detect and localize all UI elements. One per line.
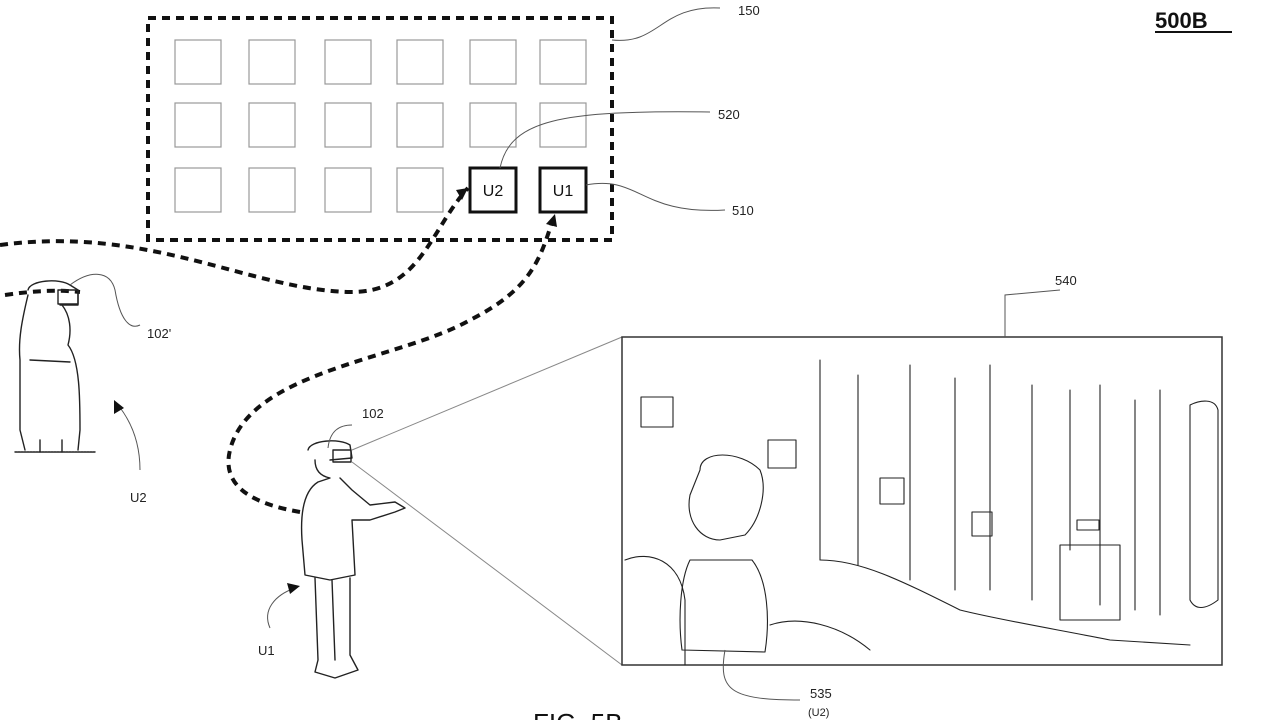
grid-cell (469, 102, 517, 148)
label-540: 540 (1055, 273, 1077, 288)
sheet-label: 500B (1155, 8, 1208, 33)
leader-520 (499, 111, 711, 169)
marker-u2-text: U2 (483, 183, 504, 200)
label-150: 150 (738, 3, 760, 18)
marker-u1-box (538, 166, 588, 214)
grid-cell (324, 39, 372, 85)
grid-cell (324, 102, 372, 148)
label-102-prime: 102' (147, 326, 171, 341)
grid-cell (539, 39, 587, 85)
grid-cell (469, 39, 517, 85)
arrow-u1 (267, 587, 296, 629)
leader-540 (1004, 289, 1061, 337)
grid-cell (539, 102, 587, 148)
figure-title: FIG. 5B (533, 708, 623, 720)
marker-u2-box (468, 166, 518, 214)
label-u1: U1 (258, 643, 275, 658)
leader-510 (585, 182, 726, 211)
arrowhead-u1-curve (287, 583, 300, 594)
path-u2-start (4, 288, 81, 297)
path-u2-to-marker (0, 186, 470, 295)
label-520: 520 (718, 107, 740, 122)
marker-u1-text: U1 (553, 183, 574, 200)
grid-cell (174, 39, 222, 85)
arrowhead-u2-curve (114, 400, 124, 414)
display-grid: U2 U1 (146, 16, 614, 242)
scene-view (621, 336, 1223, 666)
view-line-top (351, 336, 623, 451)
user-u2-figure (14, 280, 96, 453)
grid-cell (174, 102, 222, 148)
grid-cell (248, 167, 296, 213)
label-535: 535 (810, 686, 832, 701)
leader-102-prime (69, 273, 141, 327)
arrowhead-u2 (456, 188, 468, 200)
leader-535 (722, 649, 801, 701)
grid-cell (324, 167, 372, 213)
grid-cell (396, 39, 444, 85)
leader-102 (327, 424, 353, 449)
grid-cell (396, 167, 444, 213)
view-line-bottom (351, 461, 623, 666)
grid-cell (248, 102, 296, 148)
leader-150 (611, 7, 721, 41)
label-102: 102 (362, 406, 384, 421)
grid-cell (248, 39, 296, 85)
arrowhead-u1 (546, 214, 557, 227)
display-grid-border (146, 16, 614, 242)
label-535-sub: (U2) (808, 707, 829, 719)
grid-cell (396, 102, 444, 148)
arrow-u2 (117, 404, 141, 471)
label-u2: U2 (130, 490, 147, 505)
label-510: 510 (732, 203, 754, 218)
user-u1-figure (300, 440, 406, 679)
grid-cell (174, 167, 222, 213)
path-u1-to-marker (226, 221, 554, 514)
